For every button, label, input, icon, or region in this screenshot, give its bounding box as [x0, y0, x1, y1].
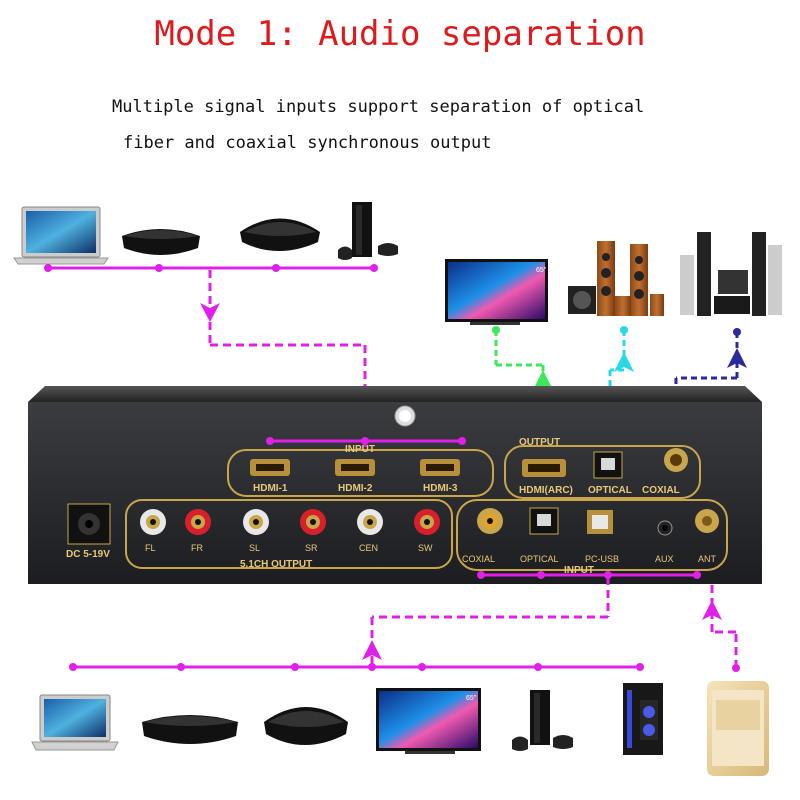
arrow-down-icon [200, 303, 220, 322]
game-console-icon [338, 202, 398, 260]
fl-label: FL [145, 543, 156, 553]
laptop-icon [13, 206, 109, 265]
home-theater-icon [680, 232, 782, 316]
page-title: Mode 1: Audio separation [154, 14, 646, 54]
fr-label: FR [191, 543, 203, 553]
converter-device: HDMI-1 HDMI-2 HDMI-3 INPUT OUTPUT HDMI(A… [28, 386, 762, 584]
pc-usb-label: PC-USB [585, 554, 619, 564]
tv-box-icon-4 [264, 707, 348, 745]
tv-box-icon [122, 229, 200, 255]
ant-path [710, 580, 738, 668]
hdmi-arc-label: HDMI(ARC) [519, 485, 573, 496]
sl-label: SL [249, 543, 260, 553]
output-label: OUTPUT [519, 437, 560, 448]
ch-output-label: 5.1CH OUTPUT [240, 559, 312, 570]
tv-icon: 65" [445, 259, 548, 325]
arrow-up-icon-3 [727, 348, 747, 368]
arrow-up-icon [533, 370, 553, 390]
subtitle-line-2: fiber and coaxial synchronous output [123, 133, 492, 153]
hdmi-1-label: HDMI-1 [253, 483, 288, 494]
hdmi-2-label: HDMI-2 [338, 483, 373, 494]
coxial-input-label: COXIAL [462, 554, 495, 564]
rca-jacks [140, 509, 440, 535]
arrow-up-icon-5 [702, 600, 722, 620]
tv-badge-2: 65" [466, 695, 477, 702]
ant-label: ANT [698, 554, 717, 564]
bottom-input-label: INPUT [564, 565, 594, 576]
smartphone-icon [707, 681, 769, 776]
tv-box-icon-3 [142, 715, 238, 744]
optical-input-label: OPTICAL [520, 554, 559, 564]
arrow-up-icon-2 [614, 352, 634, 372]
dc-label: DC 5-19V [66, 549, 110, 560]
bus-dots-top [44, 264, 378, 272]
speaker-system-icon [568, 241, 664, 316]
optical-output-label: OPTICAL [588, 485, 632, 496]
hdmi-3-label: HDMI-3 [423, 483, 458, 494]
tv-icon-2: 65" [376, 688, 481, 754]
sr-label: SR [305, 543, 318, 553]
subtitle-line-1: Multiple signal inputs support separatio… [112, 97, 645, 117]
cen-label: CEN [359, 543, 378, 553]
arrow-up-icon-4 [362, 640, 382, 660]
hdmi-input-label: INPUT [345, 444, 375, 455]
bottom-input-path [370, 577, 610, 667]
game-console-icon-2 [512, 690, 573, 751]
tv-box-icon-2 [240, 218, 320, 251]
coxial-output-label: COXIAL [642, 485, 680, 496]
pc-tower-icon [623, 683, 663, 755]
aux-label: AUX [655, 554, 674, 564]
tv-badge: 65" [536, 267, 547, 274]
laptop-icon-2 [31, 694, 119, 751]
sw-label: SW [418, 543, 433, 553]
